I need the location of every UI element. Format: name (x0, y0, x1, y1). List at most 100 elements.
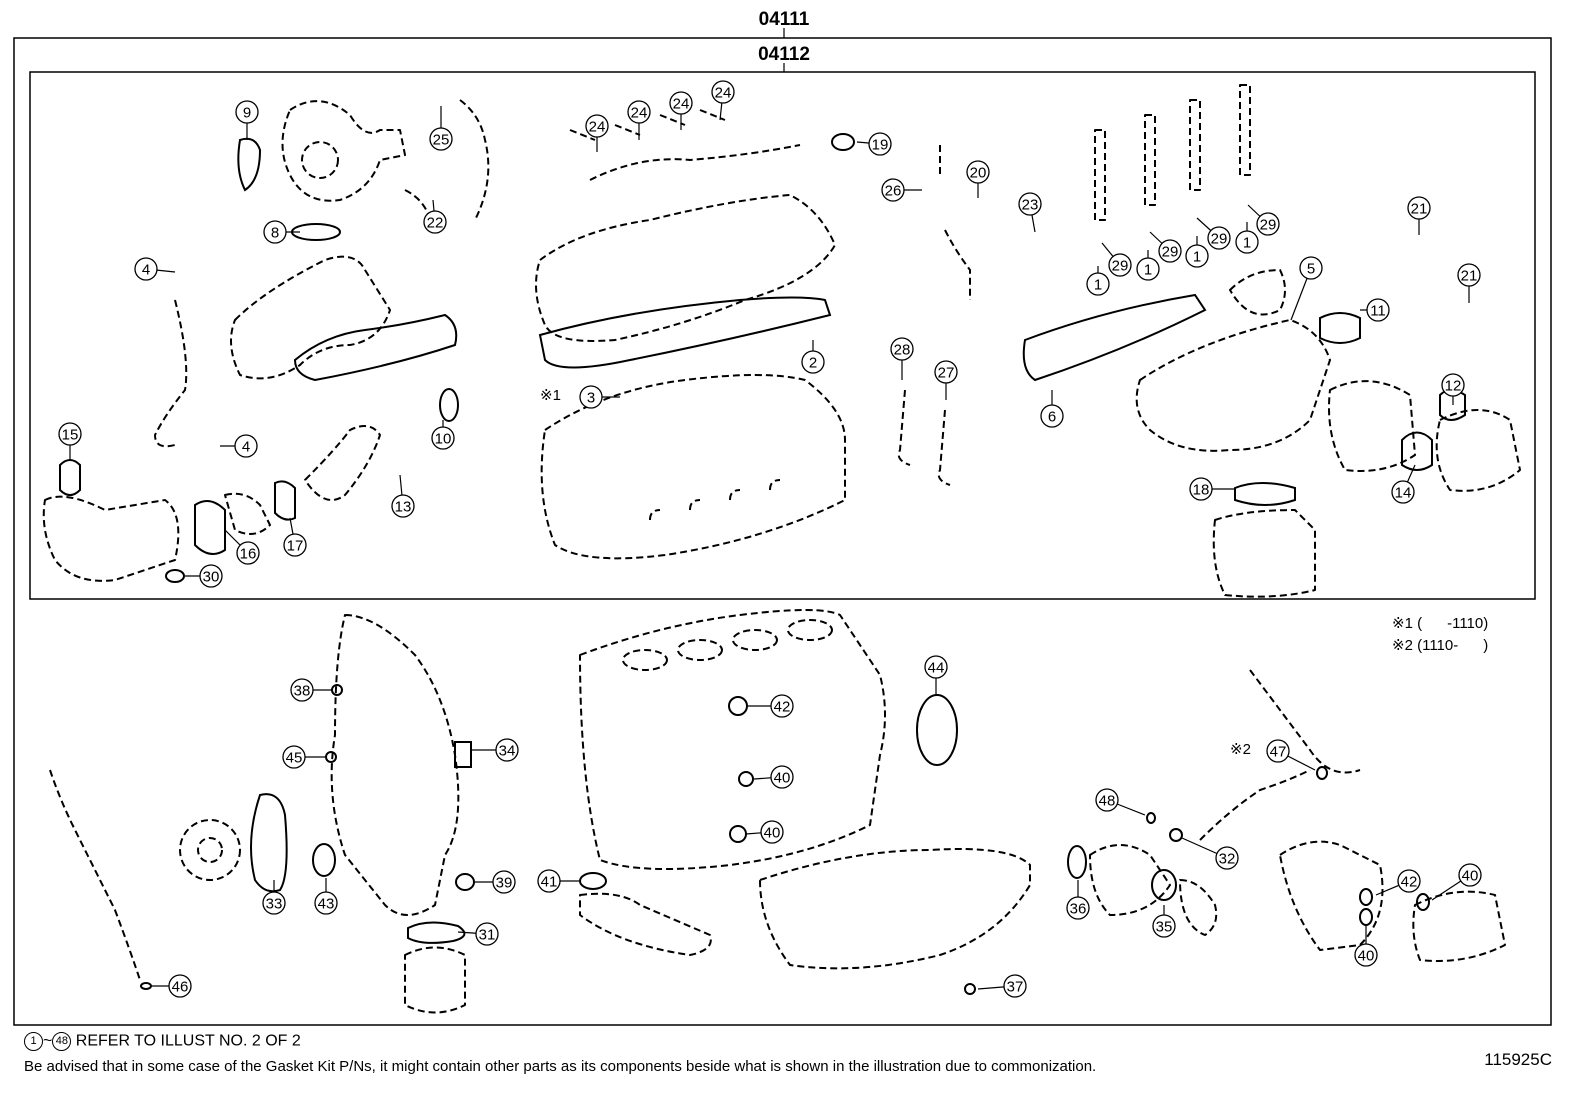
callout-40: 40 (745, 820, 784, 844)
callout-number: 40 (774, 770, 791, 787)
callout-ring (934, 360, 958, 384)
callout-38: 38 (290, 678, 332, 702)
callout-ring (1066, 896, 1090, 920)
callout-32: 32 (1181, 837, 1239, 870)
oil-level-gauge (49, 769, 141, 981)
callout-ring (1391, 480, 1415, 504)
gasket-34 (454, 741, 472, 768)
callout-44: 44 (924, 655, 948, 695)
callout-number: 29 (1260, 217, 1277, 234)
footer-refer-note: 1~48 REFER TO ILLUST NO. 2 OF 2 (24, 1032, 301, 1051)
callout-24: 24 (627, 100, 651, 140)
callout-ring (585, 114, 609, 138)
callout-10: 10 (431, 420, 455, 450)
callout-ring (881, 178, 905, 202)
oil-pump (1279, 840, 1384, 951)
gasket-10 (439, 388, 459, 422)
gasket-31 (407, 921, 466, 944)
callout-number: 15 (62, 427, 79, 444)
callout-30: 30 (185, 564, 223, 588)
footer-advised-note: Be advised that in some case of the Gask… (24, 1058, 1097, 1075)
callout-number: 3 (587, 390, 595, 407)
callout-number: 34 (499, 743, 516, 760)
oil-level-gauge-guide (404, 99, 490, 221)
callout-22: 22 (423, 199, 447, 234)
callout-ring (314, 891, 338, 915)
callout-ring (235, 100, 259, 124)
egr-cooler (42, 495, 180, 582)
fuel-injectors (1094, 84, 1251, 221)
intake-manifold (1135, 269, 1331, 452)
callout-4: 4 (134, 257, 176, 281)
washer-37 (964, 983, 976, 995)
callout-12: 12 (1441, 373, 1465, 405)
callout-number: 23 (1022, 197, 1039, 214)
outer-kit-frame (13, 37, 1552, 1026)
gasket-cover (538, 296, 832, 369)
callout-number: 14 (1395, 485, 1412, 502)
callout-ring (1136, 257, 1160, 281)
callout-ring (168, 974, 192, 998)
callout-number: 46 (172, 979, 189, 996)
ring-40a (738, 771, 754, 787)
mark-2-label: ※2 (1392, 637, 1413, 654)
callout-14: 14 (1391, 464, 1416, 504)
callout-number: 42 (1401, 874, 1418, 891)
mark-1-range: ( -1110) (1417, 615, 1489, 632)
callout-ring (1185, 244, 1209, 268)
illustration-id: 115925C (1484, 1050, 1552, 1069)
seal-36 (1067, 845, 1087, 879)
callout-21: 21 (1457, 263, 1481, 303)
callout-number: 35 (1156, 919, 1173, 936)
callout-24: 24 (585, 114, 609, 152)
callout-number: 4 (142, 262, 150, 279)
callout-29: 29 (1247, 204, 1280, 236)
mark-2-prefix-label: ※2 (1230, 741, 1251, 758)
callout-41: 41 (537, 869, 580, 893)
callout-ring (1354, 943, 1378, 967)
callout-17: 17 (283, 517, 307, 557)
callout-number: 1 (1193, 249, 1201, 266)
callout-number: 36 (1070, 901, 1087, 918)
callout-ring (429, 127, 453, 151)
seal-35 (1151, 869, 1177, 901)
callout-16: 16 (224, 529, 260, 565)
callout-ring (290, 678, 314, 702)
callout-number: 21 (1411, 201, 1428, 218)
ring-40d (1416, 893, 1430, 911)
callout-ring (263, 220, 287, 244)
callout-48: 48 (1095, 788, 1146, 816)
callout-ring (1086, 272, 1110, 296)
mark-2-callout-prefix: ※2 (1230, 740, 1251, 758)
ring-41 (579, 872, 607, 890)
callout-39: 39 (474, 870, 516, 894)
callout-ring (1003, 974, 1027, 998)
seal-44 (916, 694, 958, 766)
callout-ring (1299, 256, 1323, 280)
callout-1: 1 (1185, 236, 1209, 268)
egr-pipe (224, 425, 381, 535)
callout-number: 1 (1243, 235, 1251, 252)
ring-40b (729, 825, 747, 843)
callout-ring (199, 564, 223, 588)
callout-43: 43 (314, 878, 338, 915)
callout-ring (711, 80, 735, 104)
callout-20: 20 (966, 160, 990, 198)
callout-ring (1441, 373, 1465, 397)
callout-5: 5 (1290, 256, 1323, 321)
gasket-17 (274, 480, 296, 521)
callout-45: 45 (282, 745, 325, 769)
oil-pan (759, 848, 1031, 970)
gasket-18 (1234, 482, 1296, 506)
engine-valves (897, 145, 971, 486)
callout-number: 1 (1094, 277, 1102, 294)
callout-ring (770, 765, 794, 789)
callout-number: 18 (1193, 482, 1210, 499)
exhaust-manifold (230, 255, 391, 380)
gasket-33 (250, 793, 288, 893)
callout-ring (579, 385, 603, 409)
callout-13: 13 (391, 474, 415, 518)
callout-ring (423, 210, 447, 234)
callout-28: 28 (890, 337, 914, 380)
